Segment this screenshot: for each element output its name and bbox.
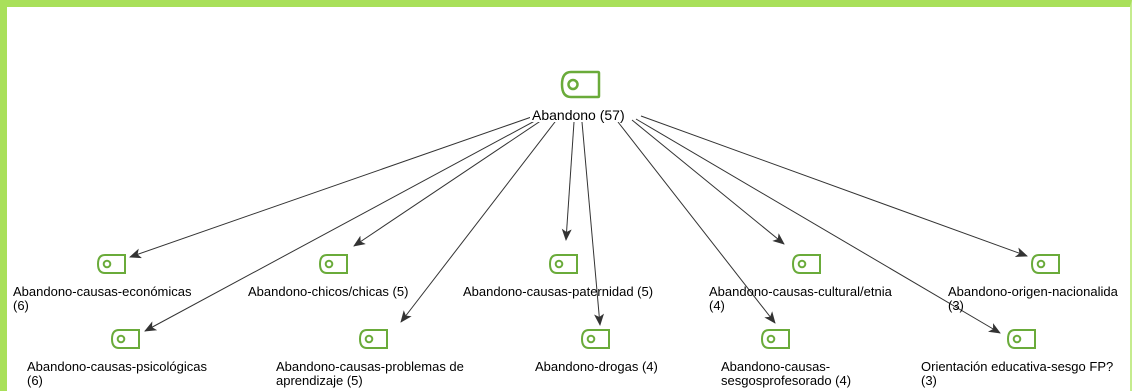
code-tag-icon[interactable] bbox=[791, 253, 822, 275]
node-label-economicas[interactable]: Abandono-causas-económicas (6) bbox=[13, 284, 192, 313]
code-tag-icon[interactable] bbox=[96, 253, 127, 275]
edge-paternidad bbox=[561, 121, 575, 241]
code-tag-icon[interactable] bbox=[580, 328, 611, 350]
node-label-aprendizaje[interactable]: Abandono-causas-problemas de aprendizaje… bbox=[276, 359, 464, 388]
node-label-paternidad[interactable]: Abandono-causas-paternidad (5) bbox=[463, 284, 654, 299]
root-node-label[interactable]: Abandono (57) bbox=[530, 107, 627, 123]
edge-aprendizaje bbox=[400, 117, 559, 323]
edge-drogas bbox=[581, 121, 605, 326]
edge-cultural bbox=[631, 119, 785, 245]
edge-chicos bbox=[353, 115, 549, 247]
code-tag-icon[interactable] bbox=[548, 253, 579, 275]
node-label-origen[interactable]: Abandono-origen-nacionalida (3) bbox=[948, 284, 1118, 313]
edge-profesorado bbox=[617, 121, 776, 324]
edge-economicas bbox=[129, 113, 541, 259]
code-tag-icon[interactable] bbox=[1006, 328, 1037, 350]
node-label-drogas[interactable]: Abandono-drogas (4) bbox=[535, 359, 658, 374]
node-label-orientacion[interactable]: Orientación educativa-sesgo FP? (3) bbox=[921, 359, 1114, 388]
code-tag-icon[interactable] bbox=[110, 328, 141, 350]
code-tag-icon[interactable] bbox=[760, 328, 791, 350]
edge-origen bbox=[640, 115, 1028, 257]
node-label-profesorado[interactable]: Abandono-causas- sesgosprofesorado (4) bbox=[721, 359, 852, 388]
node-label-chicos[interactable]: Abandono-chicos/chicas (5) bbox=[248, 284, 409, 299]
edge-orientacion bbox=[635, 118, 1001, 334]
edge-psicologicas bbox=[144, 115, 545, 332]
code-tag-icon[interactable] bbox=[559, 70, 601, 99]
node-label-cultural[interactable]: Abandono-causas-cultural/etnia (4) bbox=[709, 284, 892, 313]
node-label-psicologicas[interactable]: Abandono-causas-psicológicas (6) bbox=[27, 359, 207, 388]
code-tag-icon[interactable] bbox=[1030, 253, 1061, 275]
code-tag-icon[interactable] bbox=[358, 328, 389, 350]
code-tag-icon[interactable] bbox=[318, 253, 349, 275]
